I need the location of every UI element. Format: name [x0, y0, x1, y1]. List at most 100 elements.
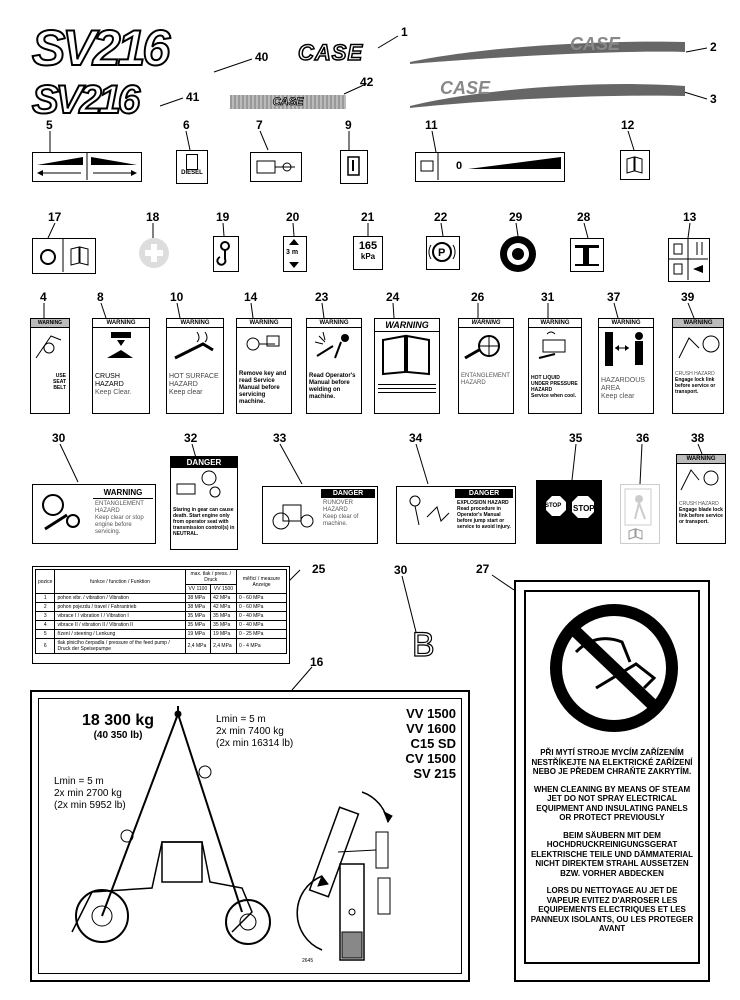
- roller-runover-icon: [272, 504, 314, 530]
- callout-22: 22: [434, 210, 448, 224]
- decal-34-explosion: DANGER EXPLOSION HAZARD Read procedure i…: [396, 486, 516, 544]
- col-vv1500: VV 1500: [210, 584, 237, 594]
- belt-entanglement-icon: [42, 494, 80, 531]
- stop-signs-icon: [546, 496, 594, 518]
- warning-header: WARNING: [31, 319, 69, 328]
- cleaning-text-en: WHEN CLEANING BY MEANS OF STEAM JET DO N…: [533, 784, 691, 823]
- pressure-table: pozice funkce / function / Funktion max.…: [34, 569, 288, 654]
- warning-header: WARNING: [529, 319, 581, 328]
- decal-16-lifting-diagram: 18 300 kg (40 350 lb) Lmin = 5 m 2x min …: [30, 690, 470, 982]
- explosion-body: Read procedure in Operator's Manual befo…: [457, 506, 511, 530]
- decal-32-start-danger: DANGER Staring in gear can cause death. …: [170, 456, 238, 550]
- decal-22-parking-brake: P: [426, 236, 460, 270]
- warning-header: WARNING: [237, 319, 291, 328]
- stop-left: STOP: [545, 503, 562, 509]
- decal-33-runover: DANGER RUNOVER HAZARD Keep clear of mach…: [262, 486, 378, 544]
- left-sling-load-lb: (2x min 5952 lb): [54, 800, 126, 811]
- ear-protection-icon: [507, 243, 529, 265]
- callout-9: 9: [345, 118, 352, 132]
- right-sling-length: Lmin = 5 m: [216, 714, 266, 725]
- table-cell: 5: [34, 629, 56, 639]
- throttle-zero: 0: [456, 160, 463, 172]
- decal-26-entanglement: WARNING ENTANGLEMENT HAZARD: [458, 318, 514, 414]
- table-cell: 35 MPa: [210, 620, 237, 630]
- crush-hazard-title: CRUSH: [95, 373, 120, 380]
- belt-hazard-body: Keep clear or stop engine before servici…: [95, 515, 144, 535]
- model-4: CV 1500: [405, 751, 456, 766]
- open-book-icon: [382, 334, 430, 376]
- callout-2: 2: [710, 40, 717, 54]
- decal-18-first-aid: [139, 238, 169, 268]
- decal-37-hazardous-area: WARNING HAZARDOUS AREA Keep clear: [598, 318, 654, 414]
- callout-17: 17: [48, 210, 62, 224]
- svg-text:CASE: CASE: [440, 78, 491, 98]
- callout-25: 25: [312, 562, 326, 576]
- crush-lock-title: CRUSH HAZARD: [675, 371, 715, 377]
- table-cell: pohon vibr. / vibration / Vibration: [54, 593, 186, 603]
- col-pozice: pozice: [34, 569, 56, 594]
- right-sling-load-lb: (2x min 16314 lb): [216, 738, 294, 749]
- decal-19-hook: [213, 236, 239, 272]
- callout-13: 13: [683, 210, 697, 224]
- belt-hazard-title: ENTANGLEMENT: [95, 501, 144, 507]
- start-danger-body: Staring in gear can cause death. Start e…: [173, 507, 235, 537]
- callout-21: 21: [361, 210, 375, 224]
- callout-3: 3: [710, 92, 717, 106]
- case-text: CASE: [272, 96, 304, 109]
- pressure-unit: kPa: [360, 252, 376, 261]
- height-arrows-icon: [289, 239, 299, 268]
- model-list: VV 1500 VV 1600 C15 SD CV 1500 SV 215: [405, 706, 456, 781]
- callout-42: 42: [360, 75, 374, 89]
- runover-body: Keep clear of machine.: [323, 514, 359, 527]
- decal-24-read-manual: WARNING: [374, 318, 440, 414]
- blade-lock-title: CRUSH HAZARD: [679, 501, 719, 507]
- belt-hazard-title2: HAZARD: [95, 508, 120, 514]
- decal-10-hot-surface: WARNING HOT SURFACE HAZARD Keep clear: [166, 318, 224, 414]
- danger-header: DANGER: [455, 489, 513, 498]
- model-1: VV 1500: [406, 706, 456, 721]
- callout-40: 40: [255, 50, 269, 64]
- callout-34: 34: [409, 431, 423, 445]
- callout-5: 5: [46, 118, 53, 132]
- no-spray-icon: [550, 604, 678, 732]
- decal-12-manual: [620, 150, 650, 180]
- decal-39-crush-lock: WARNING CRUSH HAZARD Engage lock link be…: [672, 318, 724, 414]
- warning-header: WARNING: [599, 319, 653, 328]
- warning-header: WARNING: [307, 319, 361, 328]
- crush-hazard-body: Keep Clear.: [95, 389, 132, 396]
- fan-entanglement-icon: [464, 335, 500, 360]
- seat-icon: [347, 156, 360, 176]
- hazardous-area-icon: [605, 332, 643, 366]
- crush-hazard-title2: HAZARD: [95, 381, 124, 388]
- warning-header: WARNING: [167, 319, 223, 328]
- callout-12: 12: [621, 118, 635, 132]
- callout-35: 35: [569, 431, 583, 445]
- table-cell: řízení / steering / Lenkung: [54, 629, 186, 639]
- hot-liquid-icon: [538, 331, 566, 359]
- warning-header: WARNING: [375, 319, 439, 332]
- table-cell: 4: [34, 620, 56, 630]
- explosion-title: EXPLOSION HAZARD: [457, 500, 509, 506]
- callout-29: 29: [509, 210, 523, 224]
- decal-29-ear-protection: [500, 236, 536, 272]
- fuel-pump-icon: [186, 154, 198, 170]
- callout-8: 8: [97, 290, 104, 304]
- callout-33: 33: [273, 431, 287, 445]
- sv216-small-logo: SV216: [31, 78, 141, 122]
- crush-lock-body: Engage lock link before service or trans…: [675, 377, 716, 395]
- decal-11-throttle: 0: [415, 152, 565, 182]
- decal-7-battery: [250, 152, 302, 182]
- decal-35-stop: STOP STOP: [536, 480, 602, 544]
- table-cell: 38 MPa: [184, 602, 212, 612]
- table-cell: 6: [34, 638, 56, 654]
- callout-28: 28: [577, 210, 591, 224]
- seat-belt-l1: USE: [55, 373, 66, 379]
- callout-20: 20: [286, 210, 300, 224]
- parking-brake-icon: P: [428, 242, 456, 262]
- svg-text:P: P: [438, 247, 445, 259]
- crush-blade-icon: [680, 469, 719, 491]
- decal-code: 2645: [302, 958, 314, 964]
